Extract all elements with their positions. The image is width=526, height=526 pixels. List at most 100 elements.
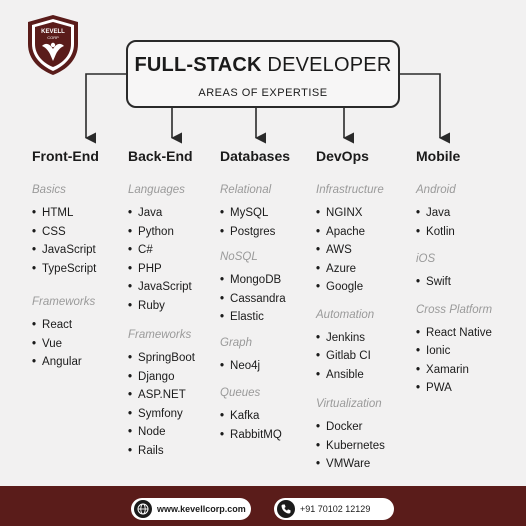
list-item: SpringBoot	[128, 349, 195, 368]
column-databases: Databases Relational MySQL Postgres NoSQ…	[220, 148, 290, 444]
website-text: www.kevellcorp.com	[157, 504, 246, 514]
list-item: TypeScript	[32, 260, 99, 279]
list-item: Jenkins	[316, 329, 385, 348]
list-item: JavaScript	[32, 241, 99, 260]
list-item: Kafka	[220, 407, 290, 426]
item-list: React Vue Angular	[32, 316, 99, 372]
list-item: JavaScript	[128, 278, 195, 297]
item-list: MySQL Postgres	[220, 204, 290, 241]
item-list: HTML CSS JavaScript TypeScript	[32, 204, 99, 278]
phone-icon	[277, 500, 295, 518]
website-link[interactable]: www.kevellcorp.com	[131, 498, 251, 520]
list-item: MySQL	[220, 204, 290, 223]
list-item: Postgres	[220, 223, 290, 242]
list-item: Google	[316, 278, 385, 297]
column-devops: DevOps Infrastructure NGINX Apache AWS A…	[316, 148, 385, 474]
item-list: MongoDB Cassandra Elastic	[220, 271, 290, 327]
group-label: NoSQL	[220, 251, 258, 263]
footer-bar: www.kevellcorp.com +91 70102 12129	[0, 486, 526, 526]
group-label: Frameworks	[128, 329, 192, 341]
title-bold-part: FULL-STACK	[134, 54, 262, 76]
column-title: DevOps	[316, 148, 369, 164]
list-item: Kotlin	[416, 223, 492, 242]
list-item: Swift	[416, 273, 492, 292]
list-item: Node	[128, 423, 195, 442]
column-title: Databases	[220, 148, 291, 164]
list-item: Ruby	[128, 297, 195, 316]
title-box: FULL-STACK DEVELOPER AREAS OF EXPERTISE	[126, 40, 400, 108]
globe-icon	[134, 500, 152, 518]
group-label: Frameworks	[32, 296, 96, 308]
group-label: iOS	[416, 253, 436, 265]
list-item: Docker	[316, 418, 385, 437]
group-label: Languages	[128, 184, 185, 196]
list-item: React Native	[416, 324, 492, 343]
list-item: VMWare	[316, 455, 385, 474]
logo-name-text: KEVELL	[41, 29, 65, 35]
list-item: PHP	[128, 260, 195, 279]
column-title: Mobile	[416, 148, 461, 164]
group-label: Automation	[316, 308, 375, 321]
list-item: Ansible	[316, 366, 385, 385]
item-list: React Native Ionic Xamarin PWA	[416, 324, 492, 398]
item-list: Jenkins Gitlab CI Ansible	[316, 329, 385, 385]
group-label: Relational	[220, 184, 272, 196]
connector-front-end	[84, 73, 126, 144]
title-rest-part: DEVELOPER	[267, 54, 392, 76]
list-item: Java	[128, 204, 195, 223]
group-label: Cross Platform	[416, 303, 493, 316]
list-item: CSS	[32, 223, 99, 242]
list-item: HTML	[32, 204, 99, 223]
list-item: Java	[416, 204, 492, 223]
list-item: Python	[128, 223, 195, 242]
list-item: Django	[128, 368, 195, 387]
column-front-end: Front-End Basics HTML CSS JavaScript Typ…	[32, 148, 99, 372]
kevell-corp-logo: KEVELL CORP	[26, 14, 80, 76]
list-item: Gitlab CI	[316, 347, 385, 366]
list-item: Angular	[32, 353, 99, 372]
page-title: FULL-STACK DEVELOPER	[128, 54, 398, 77]
group-label: Infrastructure	[316, 184, 384, 196]
list-item: Symfony	[128, 405, 195, 424]
list-item: Apache	[316, 223, 385, 242]
list-item: Azure	[316, 260, 385, 279]
list-item: Rails	[128, 442, 195, 461]
list-item: Xamarin	[416, 361, 492, 380]
column-mobile: Mobile Android Java Kotlin iOS Swift Cro…	[416, 148, 492, 398]
column-title: Back-End	[128, 148, 193, 164]
item-list: NGINX Apache AWS Azure Google	[316, 204, 385, 297]
group-label: Virtualization	[316, 398, 382, 410]
group-label: Basics	[32, 184, 66, 196]
list-item: Cassandra	[220, 290, 290, 309]
shield-logo-icon: KEVELL CORP	[28, 15, 78, 75]
connector-mobile	[400, 73, 451, 144]
item-list: Neo4j	[220, 357, 290, 376]
column-title: Front-End	[32, 148, 99, 164]
list-item: Kubernetes	[316, 437, 385, 456]
list-item: Ionic	[416, 342, 492, 361]
list-item: AWS	[316, 241, 385, 260]
item-list: Java Python C# PHP JavaScript Ruby	[128, 204, 195, 315]
list-item: PWA	[416, 379, 492, 398]
list-item: NGINX	[316, 204, 385, 223]
item-list: Kafka RabbitMQ	[220, 407, 290, 444]
phone-link[interactable]: +91 70102 12129	[274, 498, 394, 520]
logo-sub-text: CORP	[47, 35, 59, 40]
list-item: Vue	[32, 335, 99, 354]
list-item: Elastic	[220, 308, 290, 327]
phone-text: +91 70102 12129	[300, 504, 371, 514]
list-item: React	[32, 316, 99, 335]
list-item: ASP.NET	[128, 386, 195, 405]
list-item: RabbitMQ	[220, 426, 290, 445]
page-subtitle: AREAS OF EXPERTISE	[198, 87, 328, 99]
item-list: Swift	[416, 273, 492, 292]
group-label: Android	[416, 184, 456, 196]
column-back-end: Back-End Languages Java Python C# PHP Ja…	[128, 148, 195, 460]
group-label: Graph	[220, 336, 252, 349]
group-label: Queues	[220, 387, 261, 399]
item-list: Java Kotlin	[416, 204, 492, 241]
item-list: Docker Kubernetes VMWare	[316, 418, 385, 474]
list-item: C#	[128, 241, 195, 260]
list-item: Neo4j	[220, 357, 290, 376]
